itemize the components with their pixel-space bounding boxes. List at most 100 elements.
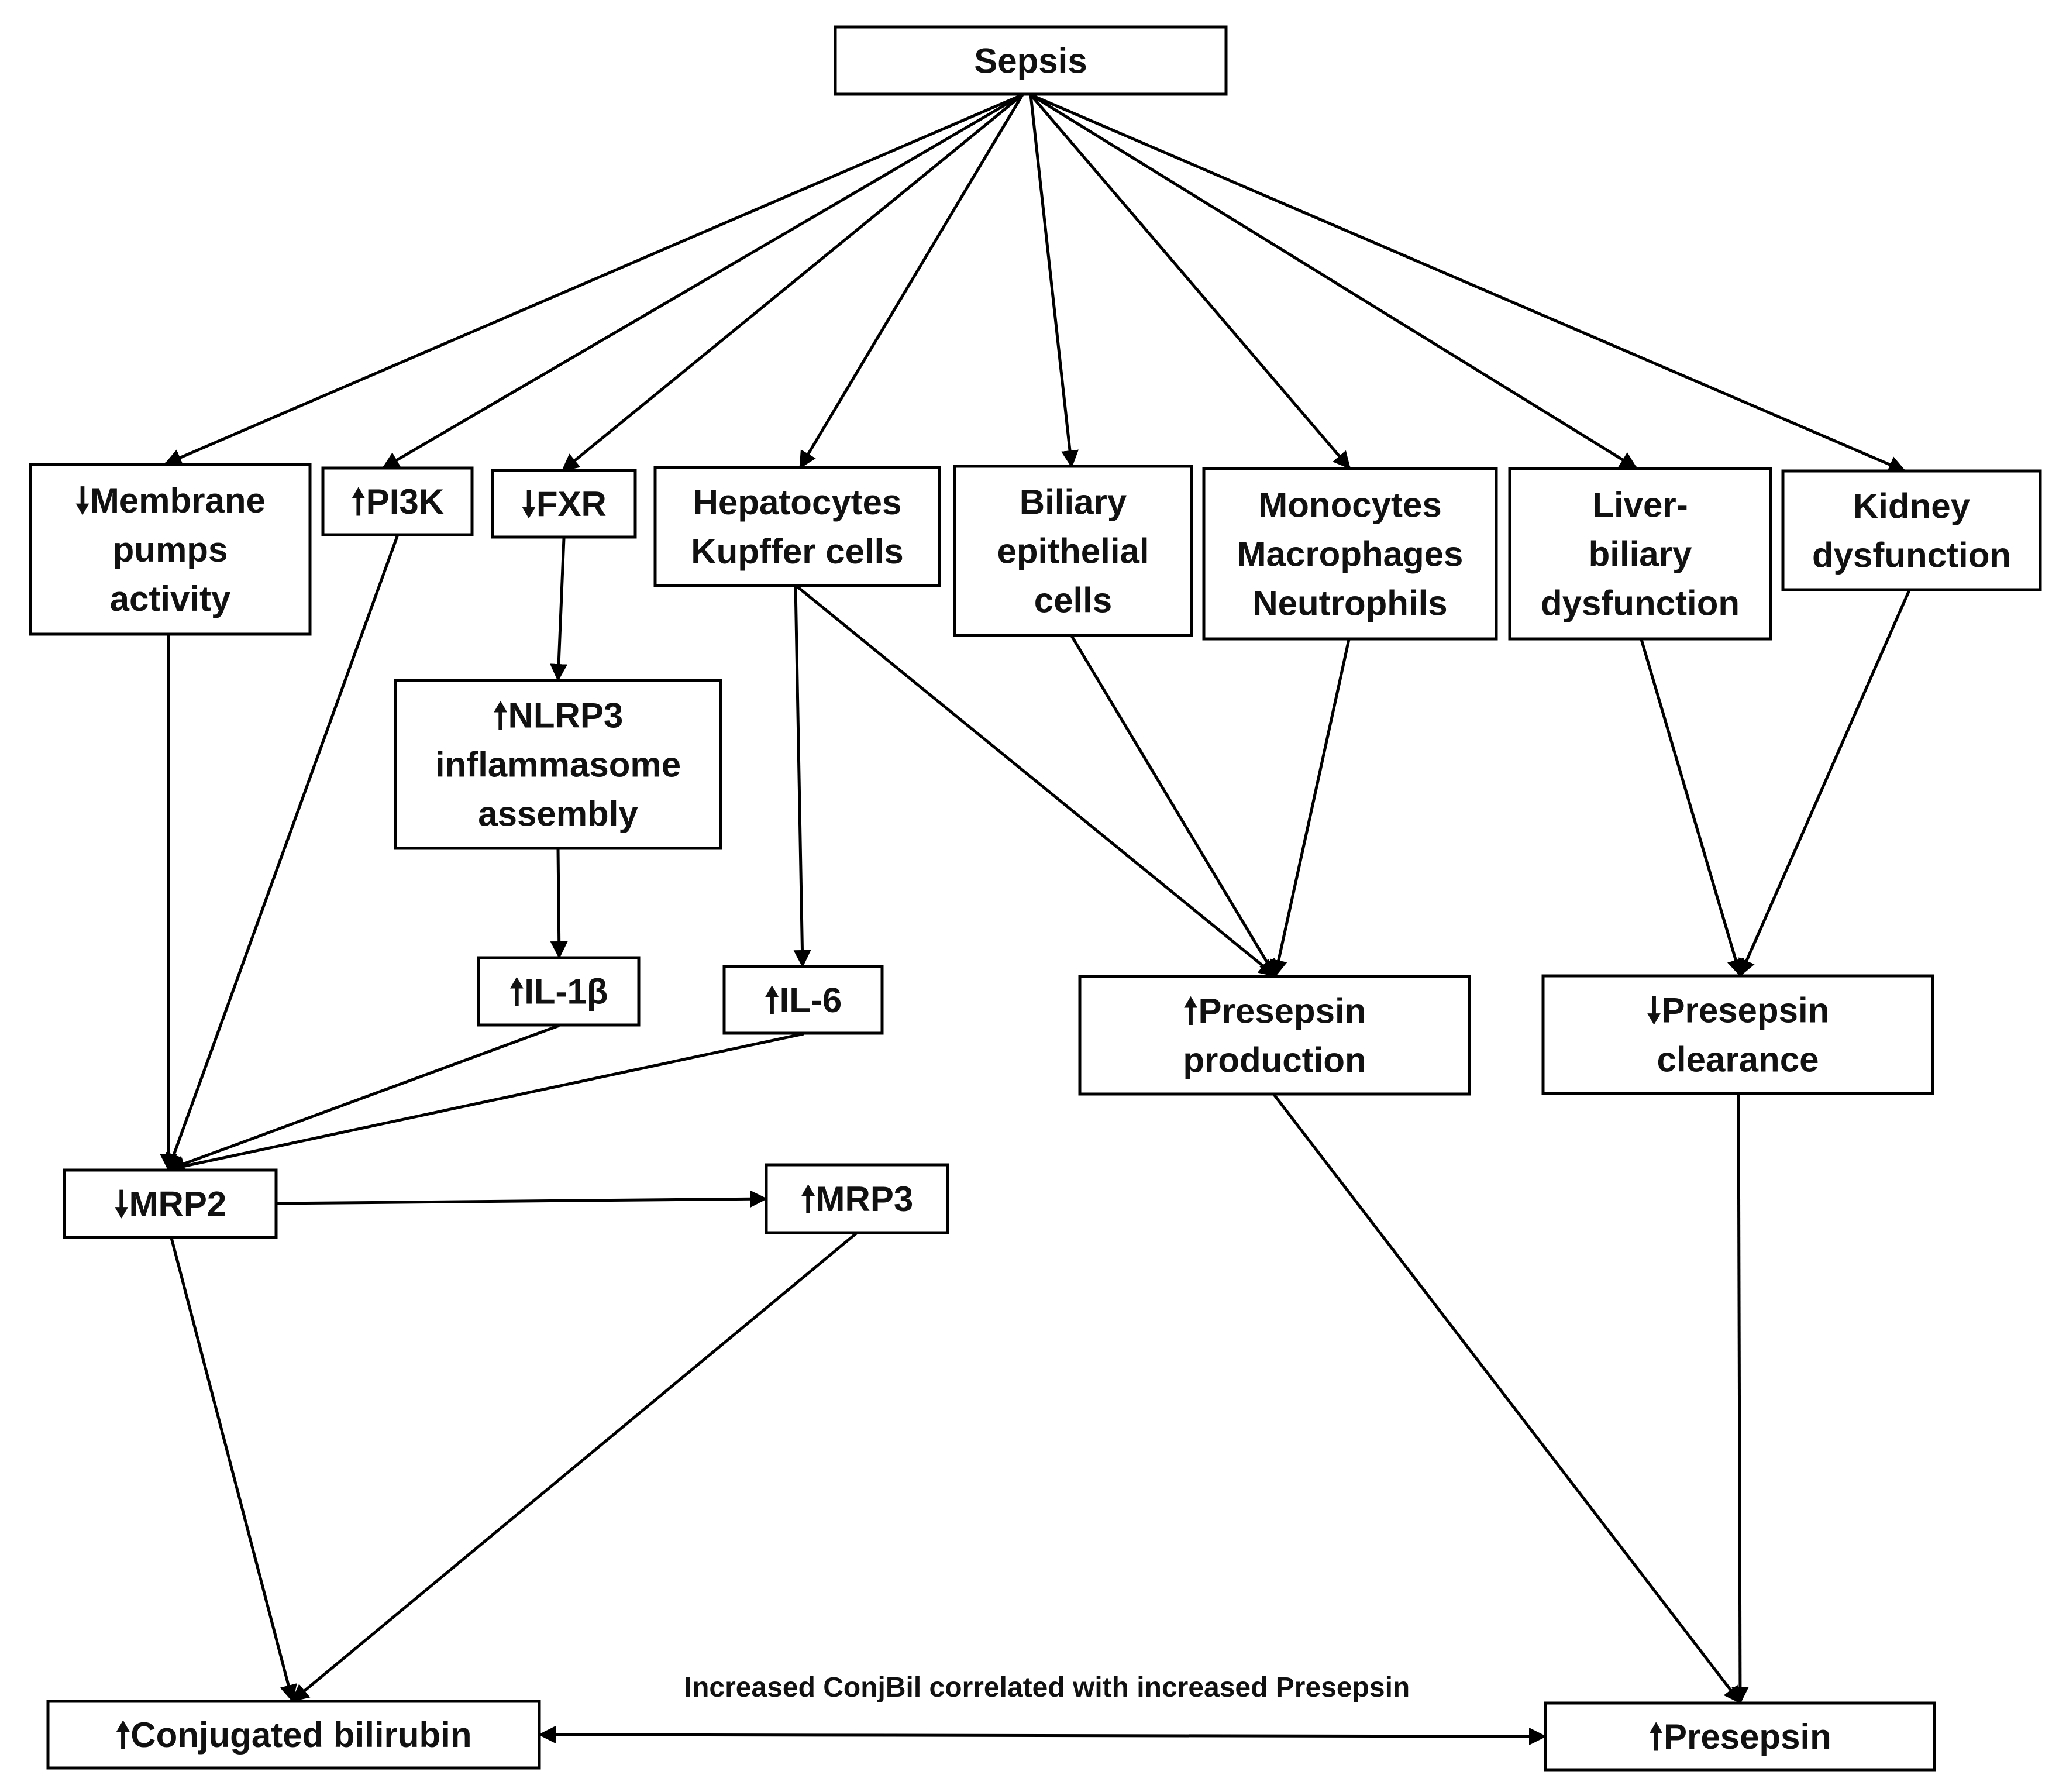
up-arrow-icon: 🠕 [351, 482, 366, 521]
node-label-nlrp3-line-0: 🠕NLRP3 [493, 696, 623, 735]
node-label-biliary-line-1: epithelial [997, 532, 1149, 571]
node-label-fxr-line-0: 🠗FXR [521, 484, 607, 524]
edge-sepsis-to-liver [1030, 93, 1638, 470]
node-box-il1b [477, 956, 641, 1027]
node-text: NLRP3 [508, 696, 624, 735]
node-label-hepatocytes-line-1: Kupffer cells [691, 532, 903, 571]
edge-mrp2-to-mrp3 [276, 1190, 767, 1208]
node-box-sepsis [834, 25, 1228, 96]
node-label-pi3k-line-0: 🠕PI3K [351, 482, 444, 521]
down-arrow-icon: 🠗 [521, 484, 536, 524]
node-text: Presepsin [1661, 991, 1829, 1030]
node-box-mrp2 [63, 1168, 278, 1239]
node-text: biliary [1589, 535, 1692, 574]
node-mrp3: 🠕MRP3 [765, 1163, 949, 1234]
node-box-pi3k [321, 466, 474, 536]
down-arrow-icon: 🠗 [75, 481, 90, 520]
node-text: MRP2 [129, 1185, 227, 1224]
edge-mrp2-to-conjbil [170, 1237, 297, 1702]
up-arrow-icon: 🠕 [1183, 992, 1199, 1031]
node-mrp2: 🠗MRP2 [63, 1168, 278, 1239]
node-text: production [1183, 1041, 1366, 1080]
node-text: Biliary [1020, 483, 1127, 522]
edges-layer [160, 93, 1911, 1745]
node-label-conjbil-line-0: 🠕Conjugated bilirubin [115, 1715, 471, 1755]
edge-sepsis-to-hepatocytes [798, 94, 1024, 469]
node-label-liver-line-1: biliary [1589, 535, 1692, 574]
node-text: Conjugated bilirubin [130, 1715, 471, 1755]
node-box-il6 [722, 965, 884, 1035]
edge-liver-to-presepsin_clear [1640, 639, 1744, 977]
node-text: Membrane [90, 481, 266, 520]
node-presepsin_prod: 🠕Presepsin production [1078, 975, 1471, 1096]
edge-biliary-to-presepsin_prod [1070, 635, 1277, 978]
node-text: IL-1β [524, 972, 608, 1012]
node-box-membrane [29, 463, 312, 636]
node-text: dysfunction [1541, 584, 1740, 623]
node-label-monocytes-line-0: Monocytes [1258, 486, 1441, 525]
edge-il6-to-mrp2 [167, 1032, 804, 1175]
node-text: FXR [536, 484, 607, 524]
edge-sepsis-to-fxr [561, 94, 1024, 472]
node-text: Macrophages [1237, 535, 1464, 574]
node-label-presepsin_prod-line-1: production [1183, 1041, 1366, 1080]
node-text: dysfunction [1812, 536, 2011, 575]
edge-presepsin_prod-to-presepsin [1273, 1093, 1741, 1704]
node-text: MRP3 [816, 1179, 914, 1219]
node-text: Hepatocytes [693, 483, 902, 522]
up-arrow-icon: 🠕 [1648, 1717, 1664, 1756]
node-label-liver-line-2: dysfunction [1541, 584, 1740, 623]
node-label-biliary-line-0: Biliary [1020, 483, 1127, 522]
node-text: Monocytes [1258, 486, 1441, 525]
edge-hepatocytes-to-il6 [793, 586, 811, 968]
node-label-presepsin_clear-line-1: clearance [1657, 1040, 1819, 1079]
node-label-mrp3-line-0: 🠕MRP3 [801, 1179, 913, 1219]
node-text: epithelial [997, 532, 1149, 571]
node-label-kidney-line-0: Kidney [1853, 487, 1971, 526]
node-text: IL-6 [780, 981, 842, 1020]
node-text: inflammasome [435, 745, 681, 785]
node-label-il1b-line-0: 🠕IL-1β [509, 972, 608, 1012]
edge-pi3k-to-mrp2 [166, 534, 400, 1171]
node-text: cells [1034, 581, 1112, 620]
node-text: Kupffer cells [691, 532, 903, 571]
node-label-membrane-line-2: activity [110, 579, 231, 618]
node-box-liver [1508, 467, 1772, 641]
node-liver: Liver-biliary dysfunction [1508, 467, 1772, 641]
node-text: Liver- [1592, 486, 1688, 525]
node-text: pumps [113, 530, 228, 569]
edge-hepatocytes-to-presepsin_prod [796, 585, 1277, 977]
node-label-monocytes-line-2: Neutrophils [1252, 584, 1447, 623]
node-label-biliary-line-2: cells [1034, 581, 1112, 620]
node-label-nlrp3-line-1: inflammasome [435, 745, 681, 785]
edge-il1b-to-mrp2 [167, 1024, 560, 1172]
node-label-sepsis-line-0: Sepsis [974, 42, 1087, 81]
node-box-mrp3 [765, 1163, 949, 1234]
node-sepsis: Sepsis [834, 25, 1228, 96]
node-label-kidney-line-1: dysfunction [1812, 536, 2011, 575]
node-presepsin_clear: 🠗Presepsin clearance [1541, 974, 1934, 1095]
edge-sepsis-to-biliary [1029, 94, 1079, 468]
node-label-presepsin-line-0: 🠕Presepsin [1648, 1717, 1831, 1756]
up-arrow-icon: 🠕 [801, 1179, 816, 1219]
edge-sepsis-to-monocytes [1030, 94, 1351, 470]
node-kidney: Kidney dysfunction [1781, 469, 2042, 591]
up-arrow-icon: 🠕 [115, 1715, 130, 1755]
node-box-biliary [953, 465, 1193, 637]
node-box-fxr [491, 469, 637, 539]
node-nlrp3: 🠕NLRP3 inflammasome assembly [394, 679, 722, 850]
node-box-kidney [1781, 469, 2042, 591]
node-conjbil: 🠕Conjugated bilirubin [46, 1700, 541, 1770]
node-label-membrane-line-0: 🠗Membrane [75, 481, 266, 520]
node-label-monocytes-line-1: Macrophages [1237, 535, 1464, 574]
node-fxr: 🠗FXR [491, 469, 637, 539]
node-box-presepsin_clear [1541, 974, 1934, 1095]
node-text: Presepsin [1198, 992, 1366, 1031]
down-arrow-icon: 🠗 [1647, 991, 1662, 1030]
node-il6: 🠕IL-6 [722, 965, 884, 1035]
node-box-nlrp3 [394, 679, 722, 850]
node-label-liver-line-0: Liver- [1592, 486, 1688, 525]
node-label-nlrp3-line-2: assembly [478, 794, 638, 834]
